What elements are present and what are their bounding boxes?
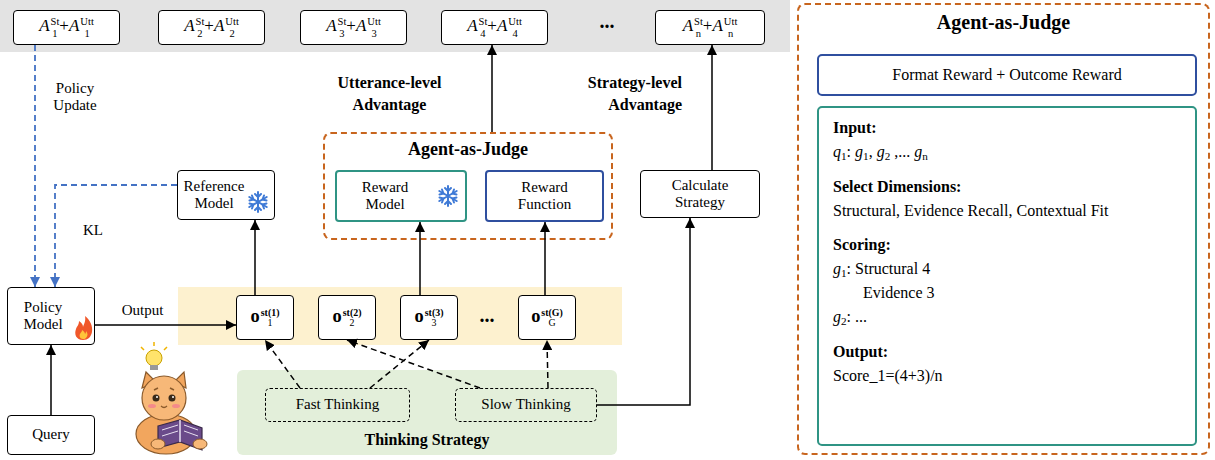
- node-text: Calculate Strategy: [660, 177, 740, 212]
- output-box: oGst(G): [518, 295, 576, 340]
- connector-arrow: [370, 340, 429, 388]
- node-text: oGst(G): [531, 306, 563, 329]
- node-text: Thinking Strategy: [365, 431, 490, 449]
- node-text: Format Reward + Outcome Reward: [892, 66, 1121, 84]
- strategy-band: Thinking Strategy Fast Thinking Slow Think…: [237, 370, 617, 455]
- edge-label: KL: [78, 222, 108, 239]
- node-text: Reward Model: [345, 179, 425, 214]
- node-text: Structural, Evidence Recall, Contextual …: [833, 199, 1181, 223]
- connector-arrow: [265, 340, 300, 388]
- advantage-box: AnSt+AnUtt: [655, 10, 765, 45]
- connector-arrow: [544, 222, 546, 295]
- advantage-box: A4St+A4Utt: [441, 10, 548, 45]
- node-text: Evidence 3: [833, 281, 1181, 305]
- node-text: q1: g1, g2 ,... gn: [833, 140, 1181, 165]
- connector-arrow: [597, 218, 690, 405]
- edge-label: Output: [115, 302, 170, 319]
- reward-function-box: Reward Function: [485, 170, 604, 222]
- node-text: Policy Model: [12, 299, 74, 334]
- node-text: Scoring:: [833, 233, 1181, 257]
- reward-type-box: Format Reward + Outcome Reward: [817, 54, 1197, 96]
- node-text: Output:: [833, 340, 1181, 364]
- advantage-box: A1St+A1Utt: [13, 10, 120, 45]
- frozen-icon: [439, 186, 456, 206]
- annotation-label: ...: [582, 10, 632, 33]
- connector-arrow: [95, 324, 236, 326]
- node-text: Reference Model: [182, 178, 246, 213]
- node-text: AnSt+AnUtt: [683, 16, 738, 38]
- connector-arrow: [50, 345, 52, 415]
- output-box: o2st(2): [318, 295, 376, 340]
- node-text: A4St+A4Utt: [467, 16, 522, 38]
- node-text: Agent-as-Judge: [325, 139, 611, 160]
- connector-arrow: [34, 45, 36, 287]
- node-text: Query: [32, 426, 70, 443]
- query-box: Query: [7, 415, 95, 455]
- node-text: g1: Structural 4: [833, 257, 1181, 282]
- connector-arrow: [491, 45, 493, 132]
- cat-illustration: [136, 342, 207, 454]
- judge-group: Agent-as-JudgeReward Model Reward Functio…: [323, 132, 613, 240]
- connector-arrow: [254, 220, 256, 295]
- policy-model-box: Policy Model: [7, 287, 95, 345]
- reference-model-box: Reference Model: [177, 170, 275, 220]
- thinking-mode-box: Slow Thinking: [455, 388, 597, 422]
- annotation-label: Strategy-level Advantage: [548, 72, 682, 115]
- annotation-label: ...: [462, 304, 512, 327]
- node-text: Agent-as-Judge: [799, 11, 1208, 34]
- output-box: o1st(1): [236, 295, 294, 340]
- node-text: Score_1=(4+3)/n: [833, 364, 1181, 388]
- node-text: Input:: [833, 116, 1181, 140]
- node-text: Fast Thinking: [296, 396, 379, 413]
- node-text: o3st(3): [415, 306, 444, 329]
- advantage-box: A3St+A3Utt: [300, 10, 407, 45]
- judge-panel: Agent-as-JudgeFormat Reward + Outcome Re…: [797, 3, 1210, 455]
- output-band: [178, 287, 622, 345]
- thinking-mode-box: Fast Thinking: [265, 388, 410, 422]
- fire-icon: [75, 316, 92, 340]
- node-text: o1st(1): [251, 306, 280, 329]
- connector-arrow: [711, 45, 713, 170]
- advantage-box: A2St+A2Utt: [158, 10, 265, 45]
- output-box: o3st(3): [400, 295, 458, 340]
- edge-label: Policy Update: [44, 80, 106, 115]
- annotation-label: Utterance-level Advantage: [322, 72, 457, 115]
- process-box: Calculate Strategy: [640, 170, 760, 218]
- node-text: Select Dimensions:: [833, 175, 1181, 199]
- connector-arrow: [547, 340, 548, 388]
- node-text: A3St+A3Utt: [326, 16, 381, 38]
- node-text: A1St+A1Utt: [39, 16, 94, 38]
- node-text: Slow Thinking: [481, 396, 570, 413]
- node-text: g2: ...: [833, 305, 1181, 330]
- connector-arrow: [55, 185, 177, 287]
- connector-arrow: [347, 340, 480, 388]
- node-text: Reward Function: [500, 179, 590, 214]
- connector-arrow: [419, 222, 421, 295]
- judge-detail-box: Input:q1: g1, g2 ,... gn Select Dimension…: [817, 106, 1197, 446]
- frozen-icon: [249, 192, 266, 212]
- advantage-band: [0, 0, 790, 52]
- node-text: o2st(2): [333, 306, 362, 329]
- node-text: A2St+A2Utt: [184, 16, 239, 38]
- reward-model-box: Reward Model: [335, 170, 467, 222]
